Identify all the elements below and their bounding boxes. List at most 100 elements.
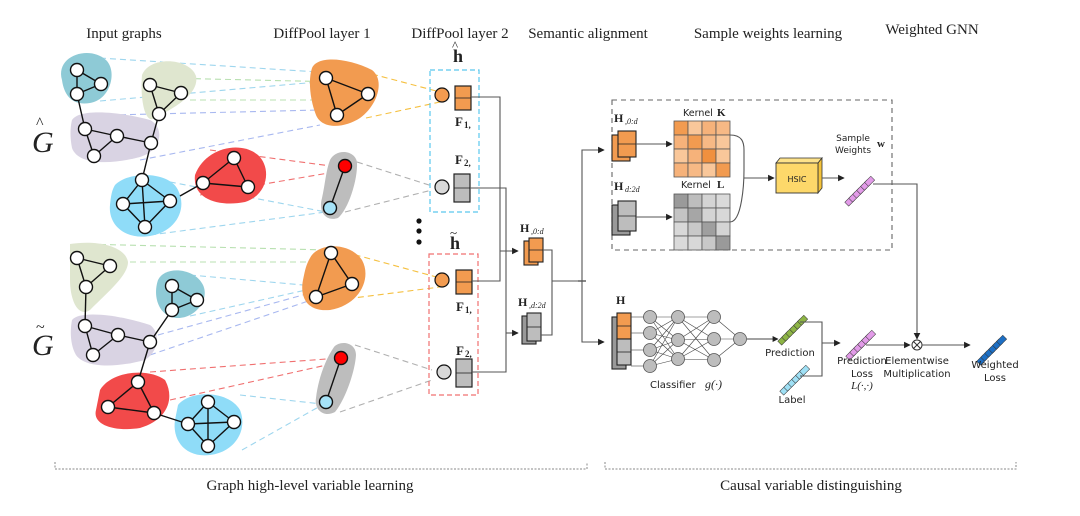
label-weighted-loss-2: Loss (984, 373, 1006, 384)
label-elementwise-2: Multiplication (883, 369, 950, 380)
label-loss-fn: L(·,·) (850, 380, 873, 392)
label-kernel-k: Kernel (683, 108, 713, 119)
label-f1-hat: F (455, 114, 463, 129)
nn-edge (649, 316, 679, 351)
matrix-cell (701, 221, 717, 237)
nn-neuron (671, 352, 685, 366)
matrix-cell (687, 221, 703, 237)
sample-weights-learning: H ,0:d H d:2d Kernel K Kernel L HSIC Sam… (611, 107, 885, 251)
label-box-h-0d-sub: ,0:d (625, 117, 639, 126)
matrix-cell (701, 193, 717, 209)
semantic-alignment: H ,0:d H ,d:2d (518, 146, 605, 346)
label-sample-weights-1: Sample (836, 134, 870, 144)
label-f2-tilde: F (456, 343, 464, 358)
label-prediction-loss-2: Loss (851, 369, 873, 380)
neural-network (631, 310, 779, 373)
prediction-vector (777, 314, 809, 346)
label-h-d2d-sub: ,d:2d (529, 301, 547, 310)
title-diffpool-2: DiffPool layer 2 (411, 26, 508, 42)
outputs: Prediction Label Prediction Loss L(·,·) … (765, 314, 1019, 406)
nn-edge (677, 316, 715, 341)
matrix-cell (715, 207, 731, 223)
label-kernel-k-sym: K (717, 107, 726, 119)
bracket-right (604, 462, 1017, 470)
label-f1-hat-sub: 1, (464, 120, 471, 130)
h-tilde-dashed-box (428, 253, 479, 396)
kernel-l-matrix (673, 193, 731, 251)
label-h-tilde: h (450, 233, 460, 253)
label-f2-hat: F (455, 152, 463, 167)
matrix-cell (715, 221, 731, 237)
vector-cell (996, 334, 1008, 346)
diffpool1-top (309, 59, 379, 219)
title-semantic-alignment: Semantic alignment (528, 26, 648, 42)
nn-neuron (733, 332, 747, 346)
classifier: H Classifier g(·) (611, 293, 779, 391)
tilde-accent: ~ (450, 225, 457, 240)
label-hsic: HSIC (787, 175, 806, 184)
title-sample-weights-learning: Sample weights learning (694, 26, 843, 42)
label-h-d2d: H (518, 295, 528, 309)
label-box-h-d2d: H (614, 179, 624, 193)
label-f2-hat-sub: 2, (464, 158, 471, 168)
vector-cell (799, 364, 811, 376)
label-vector (779, 364, 811, 396)
diffpool2-h-tilde: h ~ F 1, F 2, (428, 225, 479, 396)
label-classifier-h: H (616, 293, 626, 307)
matrix-cell (715, 235, 731, 251)
vector-cell (864, 175, 876, 187)
matrix-cell (673, 134, 689, 150)
mapping-lines-bottom (79, 243, 441, 451)
title-diffpool-1: DiffPool layer 1 (273, 26, 370, 42)
input-graph-g-tilde: G ~ (32, 242, 243, 456)
label-g-hat: G (32, 126, 54, 159)
prediction-loss-vector (845, 329, 877, 361)
alignment-connectors (470, 96, 519, 373)
nn-edge (677, 316, 715, 361)
stage-titles: Input graphs DiffPool layer 1 DiffPool l… (86, 22, 979, 42)
matrix-cell (701, 162, 717, 178)
section-right-label: Causal variable distinguishing (720, 478, 902, 494)
label-kernel-l: Kernel (681, 180, 711, 191)
kernel-k-matrix (673, 120, 731, 178)
label-f1-tilde-sub: 1, (465, 305, 472, 315)
matrix-cell (673, 193, 689, 209)
label-prediction-loss-1: Prediction (837, 356, 887, 367)
elementwise-multiply-icon (911, 339, 923, 351)
nn-neuron (643, 359, 657, 373)
label-h-0d: H (520, 221, 530, 235)
label-sample-weights-2: Weights (835, 146, 871, 156)
tilde-accent: ~ (36, 319, 45, 336)
hat-accent: ^ (452, 38, 458, 53)
matrix-cell (715, 193, 731, 209)
label-classifier-fn: g(·) (705, 377, 722, 391)
label-h-hat: h (453, 46, 463, 66)
matrix-cell (673, 235, 689, 251)
label-box-h-0d: H (614, 111, 624, 125)
label-f2-tilde-sub: 2, (465, 349, 472, 359)
diffpool2-h-hat: h ^ F 1, F 2, (429, 38, 480, 213)
nn-edge (677, 316, 715, 360)
label-kernel-l-sym: L (717, 179, 724, 191)
label-box-h-d2d-sub: d:2d (625, 185, 641, 194)
nn-edge (649, 316, 679, 360)
nn-neuron (643, 326, 657, 340)
title-weighted-gnn: Weighted GNN (885, 22, 979, 38)
matrix-cell (701, 120, 717, 136)
nn-neuron (671, 333, 685, 347)
matrix-cell (673, 207, 689, 223)
section-left-label: Graph high-level variable learning (207, 478, 414, 494)
weighted-loss-vector (976, 334, 1008, 366)
label-prediction: Prediction (765, 348, 815, 359)
matrix-cell (673, 148, 689, 164)
matrix-cell (673, 120, 689, 136)
input-graph-g-hat: G ^ (32, 52, 267, 237)
matrix-cell (701, 207, 717, 223)
matrix-cell (715, 134, 731, 150)
matrix-cell (715, 162, 731, 178)
weights-connector (873, 183, 921, 340)
matrix-cell (687, 134, 703, 150)
nn-edge (649, 316, 679, 367)
sample-weights-box (611, 99, 893, 251)
